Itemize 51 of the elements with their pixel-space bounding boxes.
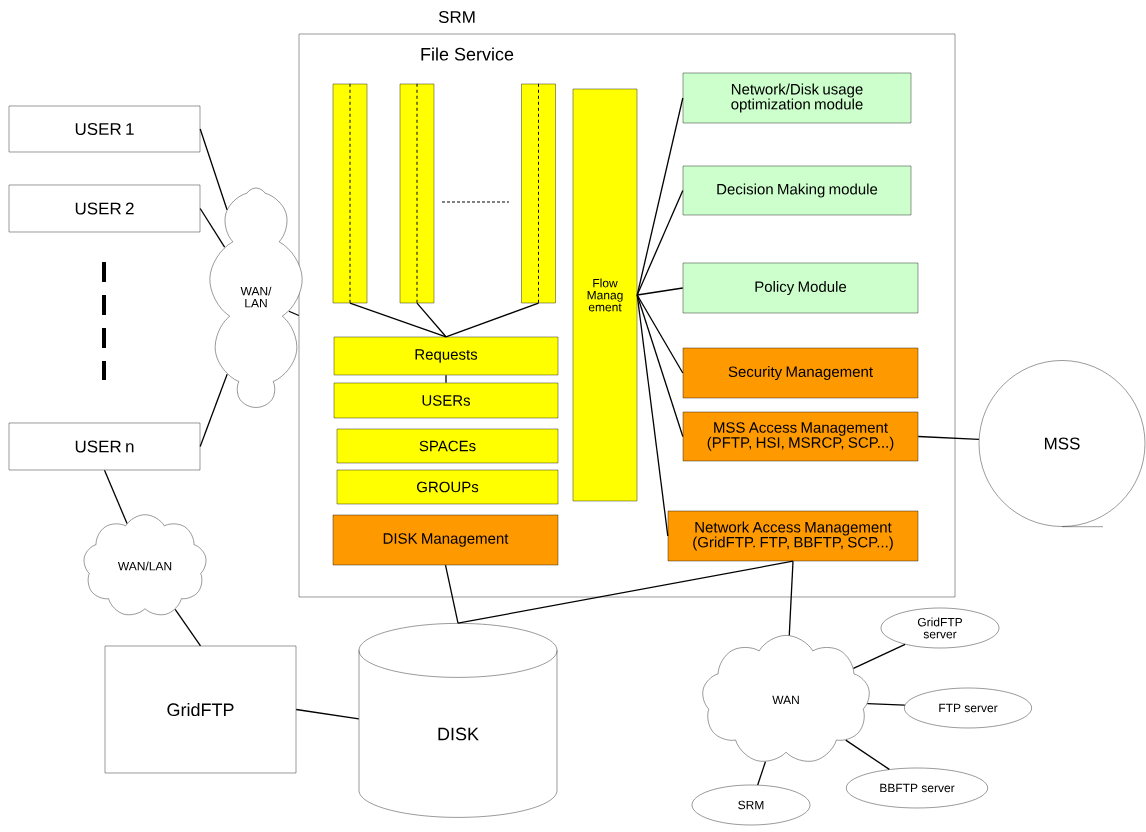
network-cloud: WAN [702,635,870,762]
connector-line [866,702,906,706]
connector-line [199,373,228,448]
module-box: Network/Disk usage optimization module [682,72,912,124]
connector-line [636,97,684,296]
connector-line [174,608,202,647]
process-box: GROUPs [336,469,559,505]
connector-line [636,294,684,438]
box-heading: File Service [421,47,514,61]
process-box: SPACEs [336,428,559,464]
module-box: Decision Making module [682,165,912,216]
server-box: GridFTP [104,645,297,774]
connector-line [288,310,300,317]
connector-line [444,564,459,624]
connector-line [636,287,684,296]
connector-line [457,560,794,624]
network-cloud: WAN/ LAN [209,187,303,408]
connector-line [788,560,794,637]
queue-bar [521,83,556,304]
connector-line [917,435,980,441]
queue-bar [332,83,368,304]
connector-line [199,128,228,211]
process-box: USERs [333,382,559,419]
disk-cylinder: DISK [358,623,558,818]
connector-line [636,189,684,296]
module-box: Policy Module [682,262,919,314]
connector-line [757,761,767,786]
connector-line [199,207,226,248]
connector-line [636,294,669,537]
process-box: Security Management [682,347,919,399]
connector-line [103,469,128,525]
process-box: Requests [333,336,559,376]
storage-drawing: MSS [978,360,1146,527]
network-cloud: WAN/LAN [83,514,207,615]
user-box: USER 1 [8,105,201,153]
connector-line [416,302,447,338]
connector-line [295,708,360,720]
connector-line [852,643,906,670]
user-box: USER 2 [8,184,201,233]
box-title: SRM [438,11,475,23]
connector-line [445,302,540,338]
process-box: DISK Management [332,514,559,566]
process-bar: Flow Manag ement [572,88,638,502]
user-box: USER n [8,422,201,471]
queue-bar [399,83,435,304]
connector-line [349,302,447,338]
process-box: Network Access Management (GridFTP. FTP, BBFTP, SCP...) [667,510,919,562]
connector-line [445,374,447,384]
connector-line [636,294,684,374]
process-box: MSS Access Management (PFTP, HSI, MSRCP, SCP...) [682,411,919,462]
connector-line [845,739,890,771]
